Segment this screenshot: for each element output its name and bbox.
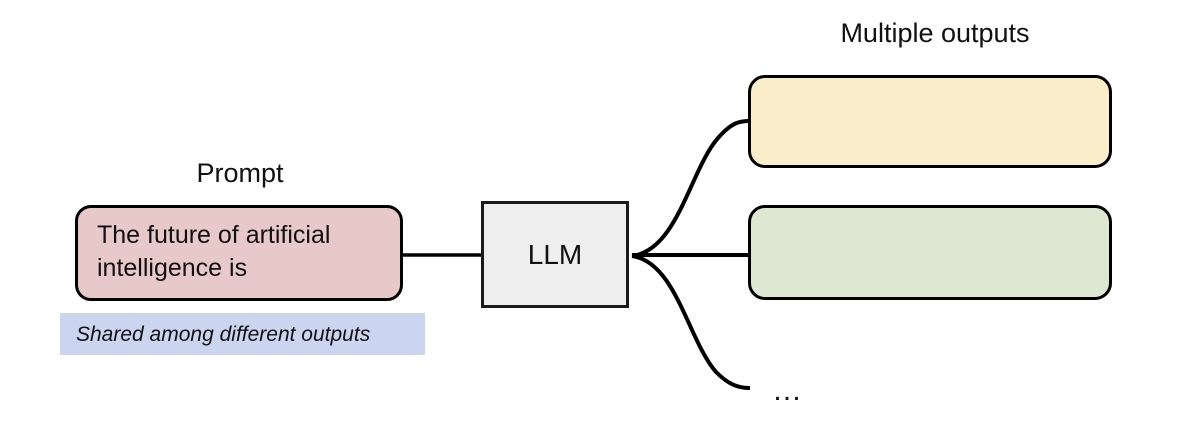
prompt-node-text: The future of artificial intelligence is [97, 221, 331, 282]
output-node-1[interactable] [748, 75, 1112, 168]
edge-llm-to-output-1 [631, 119, 751, 258]
output-node-2[interactable] [748, 205, 1112, 300]
more-outputs-indicator: … [772, 374, 804, 407]
outputs-caption: Multiple outputs [840, 18, 1030, 48]
shared-note-text: Shared among different outputs [76, 322, 371, 346]
prompt-caption: Prompt [196, 158, 284, 188]
prompt-node[interactable]: The future of artificial intelligence is [75, 205, 403, 301]
shared-among-outputs-note: Shared among different outputs [60, 313, 425, 355]
edge-llm-to-more-outputs [631, 254, 751, 390]
llm-node-label: LLM [527, 238, 583, 270]
llm-node[interactable]: LLM [481, 201, 629, 308]
